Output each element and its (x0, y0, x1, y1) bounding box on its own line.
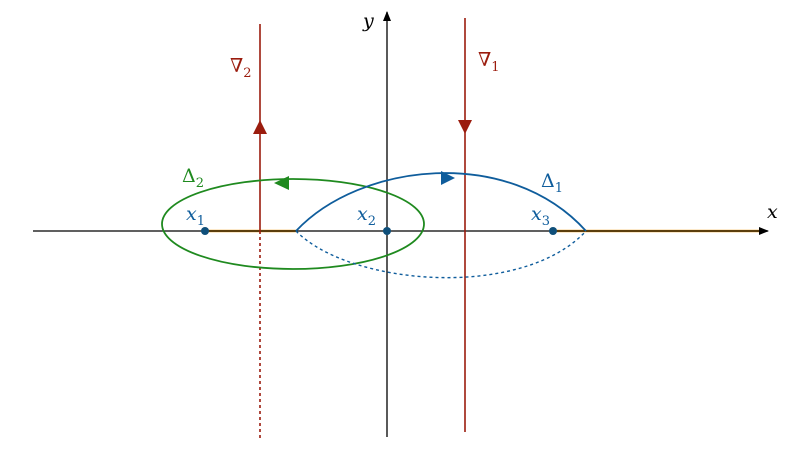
x3-label: x3 (531, 203, 550, 229)
nabla1-label: ∇1 (478, 49, 500, 75)
delta1-contour-lower (295, 230, 587, 279)
point-x2 (383, 227, 391, 235)
delta2-arrow (274, 176, 289, 190)
delta2-label: Δ2 (182, 165, 204, 191)
delta1-label: Δ1 (541, 170, 563, 196)
delta2-contour (161, 178, 425, 270)
nabla1-down-arrow (458, 120, 472, 134)
x2-label: x2 (357, 203, 376, 229)
point-x3 (549, 227, 557, 235)
delta1-arrow (441, 171, 455, 185)
nabla2-up-arrow (253, 120, 267, 134)
delta1-contour-upper (295, 172, 587, 232)
y-axis-label: y (362, 10, 374, 32)
nabla2-label: ∇2 (230, 55, 252, 81)
point-x1 (201, 227, 209, 235)
x-axis-label: x (767, 201, 778, 223)
x1-label: x1 (186, 203, 205, 229)
